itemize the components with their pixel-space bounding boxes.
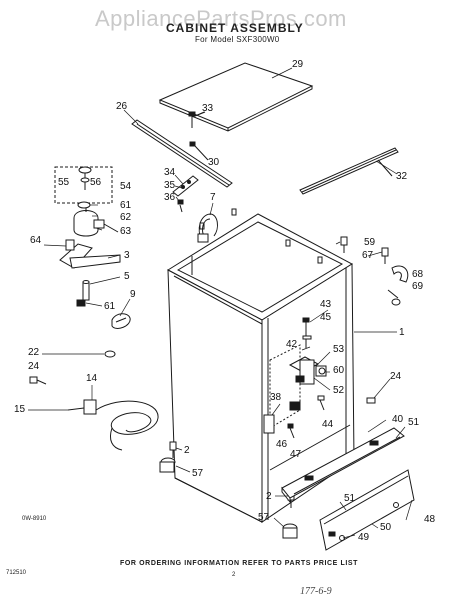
hose-fittings: [341, 237, 408, 305]
callout-55: 55: [58, 177, 70, 188]
callout-68: 68: [412, 269, 424, 280]
callout-24-left: 24: [28, 361, 40, 372]
callout-35: 35: [164, 180, 176, 191]
callout-56: 56: [90, 177, 102, 188]
callout-2-right: 2: [266, 491, 272, 502]
callout-48: 48: [424, 514, 436, 525]
model-subtitle: For Model SXF300W0: [195, 35, 280, 44]
top-panel: [160, 63, 312, 132]
callout-60: 60: [333, 365, 345, 376]
callout-5: 5: [124, 271, 130, 282]
callout-29: 29: [292, 59, 304, 70]
drawing-number: 0W-8910: [22, 516, 47, 522]
motor-bracket: [60, 240, 120, 300]
callout-2-left: 2: [184, 445, 190, 456]
toe-panel-bracket: [282, 428, 404, 502]
callout-36: 36: [164, 192, 176, 203]
callout-50: 50: [380, 522, 392, 533]
ordering-footer: FOR ORDERING INFORMATION REFER TO PARTS …: [120, 560, 359, 567]
callout-30: 30: [208, 157, 220, 168]
callout-32: 32: [396, 171, 408, 182]
callout-42: 42: [286, 339, 298, 350]
callout-67: 67: [362, 250, 374, 261]
power-cord: [68, 400, 158, 450]
hinge-bracket: [173, 176, 198, 212]
callout-46: 46: [276, 439, 288, 450]
callout-3: 3: [124, 250, 130, 261]
callout-57-right: 57: [258, 512, 270, 523]
callout-51-top: 51: [408, 417, 420, 428]
callout-63: 63: [120, 226, 132, 237]
callout-62: 62: [120, 212, 132, 223]
callout-40: 40: [392, 414, 404, 425]
diagram-title: CABINET ASSEMBLY: [166, 21, 304, 35]
callout-44: 44: [322, 419, 334, 430]
callout-24-right: 24: [390, 371, 402, 382]
switch-parts: [264, 396, 375, 438]
callout-38: 38: [270, 392, 282, 403]
pump-assembly: [74, 202, 118, 236]
handwritten-note: 177-6-9: [300, 586, 332, 597]
callout-69: 69: [412, 281, 424, 292]
callout-54: 54: [120, 181, 132, 192]
callout-45: 45: [320, 312, 332, 323]
control-valve-assembly: [290, 318, 326, 384]
callout-57-left: 57: [192, 468, 204, 479]
callout-1: 1: [399, 327, 405, 338]
callout-34: 34: [164, 167, 176, 178]
callout-61-top: 61: [120, 200, 132, 211]
callout-49: 49: [358, 532, 370, 543]
grommet-and-screw: [30, 351, 115, 384]
cabinet-body: [168, 209, 354, 522]
watermark-text: AppliancePartsPros.com: [95, 6, 347, 31]
callout-leader-lines: [28, 68, 412, 538]
callout-47: 47: [290, 449, 302, 460]
callout-7: 7: [210, 192, 216, 203]
callout-14: 14: [86, 373, 98, 384]
callout-61-bottom: 61: [104, 301, 116, 312]
side-trim-strip: [300, 148, 398, 194]
callout-53: 53: [333, 344, 345, 355]
wire-clip: [198, 214, 217, 242]
callout-33: 33: [202, 103, 214, 114]
callout-26: 26: [116, 101, 128, 112]
page-number: 2: [232, 572, 236, 578]
callout-22: 22: [28, 347, 40, 358]
clamp-and-sensor: [77, 300, 130, 328]
callout-52: 52: [333, 385, 345, 396]
front-access-panel: [320, 470, 414, 550]
front-rail: [132, 120, 232, 187]
callout-15: 15: [14, 404, 26, 415]
callout-51-bottom: 51: [344, 493, 356, 504]
callout-43: 43: [320, 299, 332, 310]
callout-9: 9: [130, 289, 136, 300]
document-code: 712510: [6, 570, 27, 576]
callout-64: 64: [30, 235, 42, 246]
callout-59: 59: [364, 237, 376, 248]
